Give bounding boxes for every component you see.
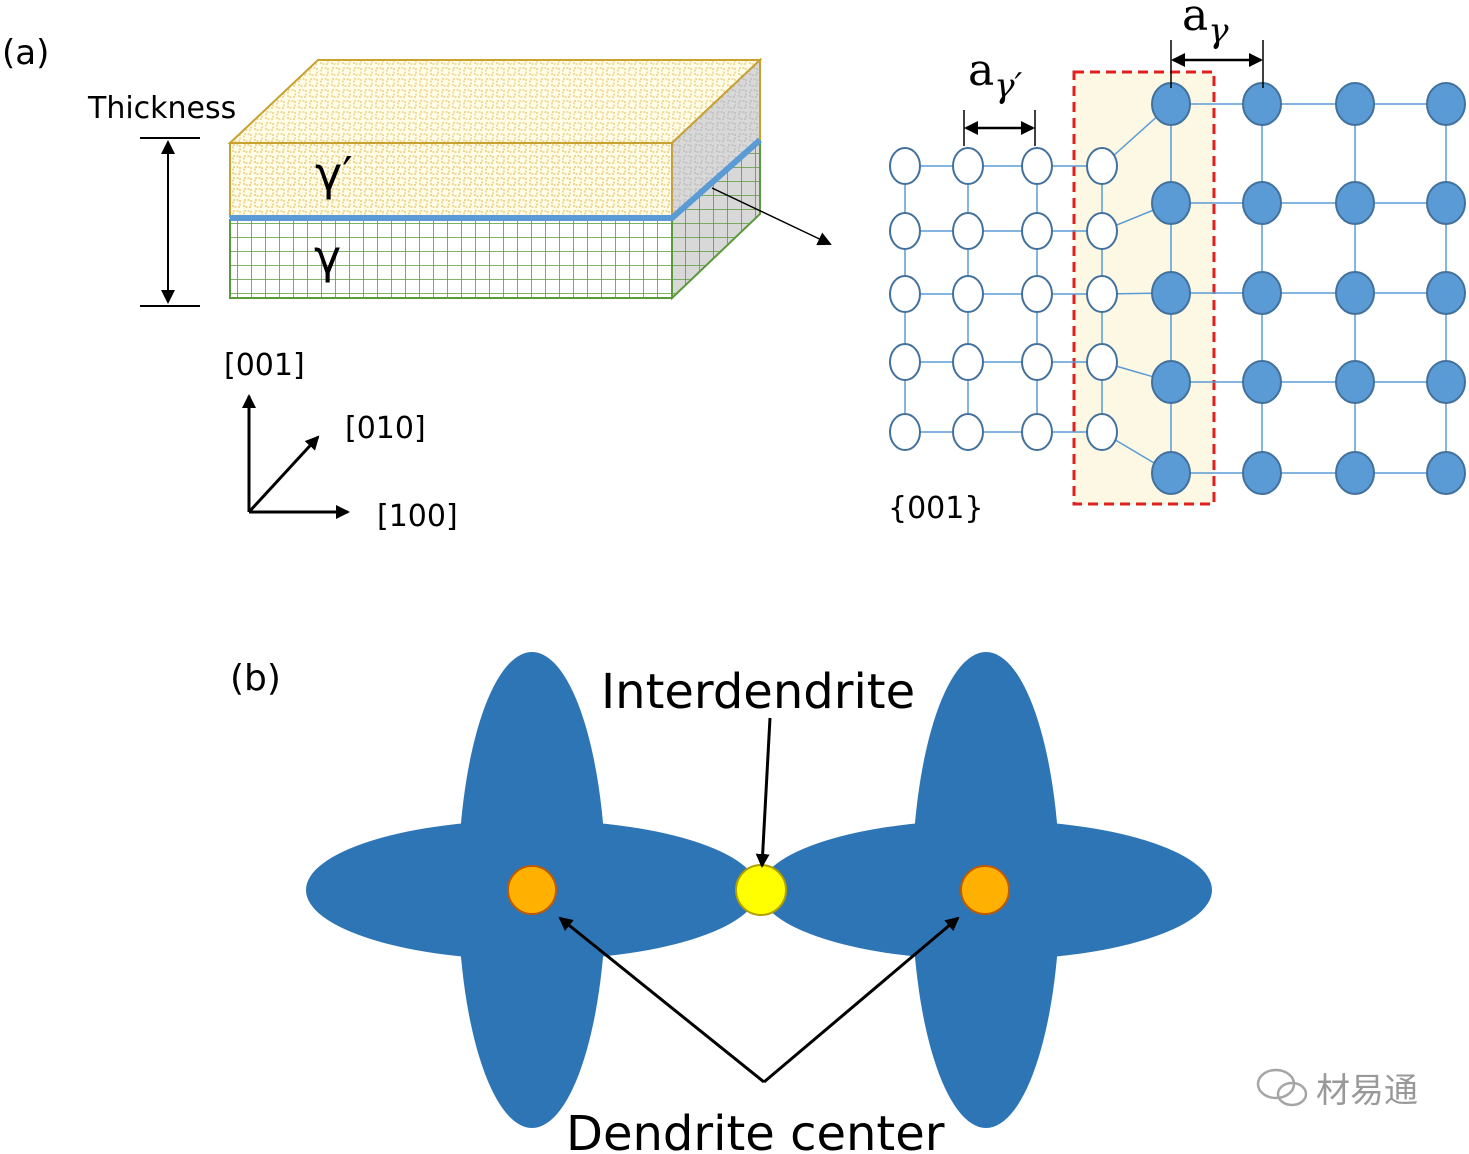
gamma-prime-atom [952, 413, 984, 451]
dendrite-center-arrow-right [763, 916, 960, 1084]
interdendrite-dot [735, 864, 787, 916]
gamma-prime-atom [1086, 343, 1118, 381]
axis-001-label: [001] [224, 348, 305, 383]
dendrite-center-right-dot [960, 865, 1010, 915]
gamma-atom [1335, 451, 1375, 495]
gamma-prime-atom [1086, 212, 1118, 250]
gamma-atom [1242, 82, 1282, 126]
gamma-prime-atom [1021, 275, 1053, 313]
chat-bubble-icon [1256, 1068, 1308, 1107]
interface-line [230, 137, 762, 221]
gamma-atom [1242, 451, 1282, 495]
gamma-prime-atom [1021, 147, 1053, 185]
gamma-prime-side-grid [672, 60, 760, 217]
dendrite-center-arrow-left [558, 916, 765, 1084]
interdendrite-label: Interdendrite [601, 664, 915, 720]
a-gamma-base: a [1182, 0, 1208, 41]
gamma-prime-atom [889, 275, 921, 313]
gamma-atom [1242, 360, 1282, 404]
gamma-prime-atom [889, 413, 921, 451]
a-gamma-label: aγ [1182, 0, 1229, 51]
gamma-prime-atom [889, 343, 921, 381]
gamma-prime-top-grid [230, 60, 760, 143]
panel-a: (a) γ′ γ Thickness [2, 0, 1466, 534]
gamma-atom [1335, 271, 1375, 315]
dendrite-center-label: Dendrite center [566, 1106, 945, 1154]
a-gamma-prime-sub: γ′ [994, 66, 1022, 106]
gamma-atom [1151, 82, 1191, 126]
gamma-atom [1335, 360, 1375, 404]
thickness-label: Thickness [87, 91, 236, 126]
plane-label: {001} [888, 491, 983, 526]
gamma-atom [1426, 360, 1466, 404]
gamma-atom [1151, 360, 1191, 404]
gamma-atom [1335, 82, 1375, 126]
a-gamma-sub: γ [1208, 11, 1229, 51]
gamma-prime-label: γ′ [315, 147, 353, 201]
axis-100-label: [100] [377, 499, 458, 534]
gamma-prime-atom [1086, 147, 1118, 185]
gamma-prime-atom [1021, 413, 1053, 451]
gamma-atom [1426, 451, 1466, 495]
gamma-atom [1335, 181, 1375, 225]
gamma-prime-atom [952, 147, 984, 185]
gamma-prime-atom [889, 212, 921, 250]
crystal-axes: [001] [010] [100] [224, 348, 458, 534]
axis-010-arrow [247, 435, 320, 514]
gamma-prime-atom [1021, 343, 1053, 381]
gamma-atom [1242, 181, 1282, 225]
gamma-prime-atom [1086, 413, 1118, 451]
a-gamma-prime-base: a [968, 45, 994, 96]
gamma-front-grid [230, 220, 672, 298]
interdendrite-arrow [755, 717, 772, 868]
gamma-atom [1242, 271, 1282, 315]
watermark-text: 材易通 [1316, 1071, 1418, 1111]
gamma-label: γ [314, 230, 341, 284]
axis-010-label: [010] [345, 411, 426, 446]
gamma-atom [1426, 271, 1466, 315]
zoom-arrow [711, 187, 832, 246]
gamma-prime-atom [1021, 212, 1053, 250]
gamma-atom [1151, 181, 1191, 225]
gamma-atom [1426, 181, 1466, 225]
panel-b: (b) Interdendrite Dendrite center [230, 652, 1212, 1154]
gamma-atom [1151, 271, 1191, 315]
gamma-prime-atom [952, 343, 984, 381]
gamma-prime-atom [889, 147, 921, 185]
watermark: 材易通 [1256, 1068, 1418, 1111]
gamma-atom [1151, 451, 1191, 495]
lattice-schematic: aγ′ aγ {001} [888, 0, 1466, 526]
gamma-prime-atom [1086, 275, 1118, 313]
gamma-prime-atom [952, 212, 984, 250]
panel-a-label: (a) [2, 33, 49, 73]
a-gamma-prime-label: aγ′ [968, 45, 1023, 106]
slab-3d: γ′ γ [227, 57, 763, 301]
gamma-atom [1426, 82, 1466, 126]
gamma-prime-front-grid [230, 143, 672, 217]
gamma-prime-atom [952, 275, 984, 313]
lattice-atoms [889, 82, 1466, 495]
dendrite-center-left-dot [507, 865, 557, 915]
gamma-side-grid [672, 142, 760, 298]
panel-b-label: (b) [230, 658, 281, 699]
